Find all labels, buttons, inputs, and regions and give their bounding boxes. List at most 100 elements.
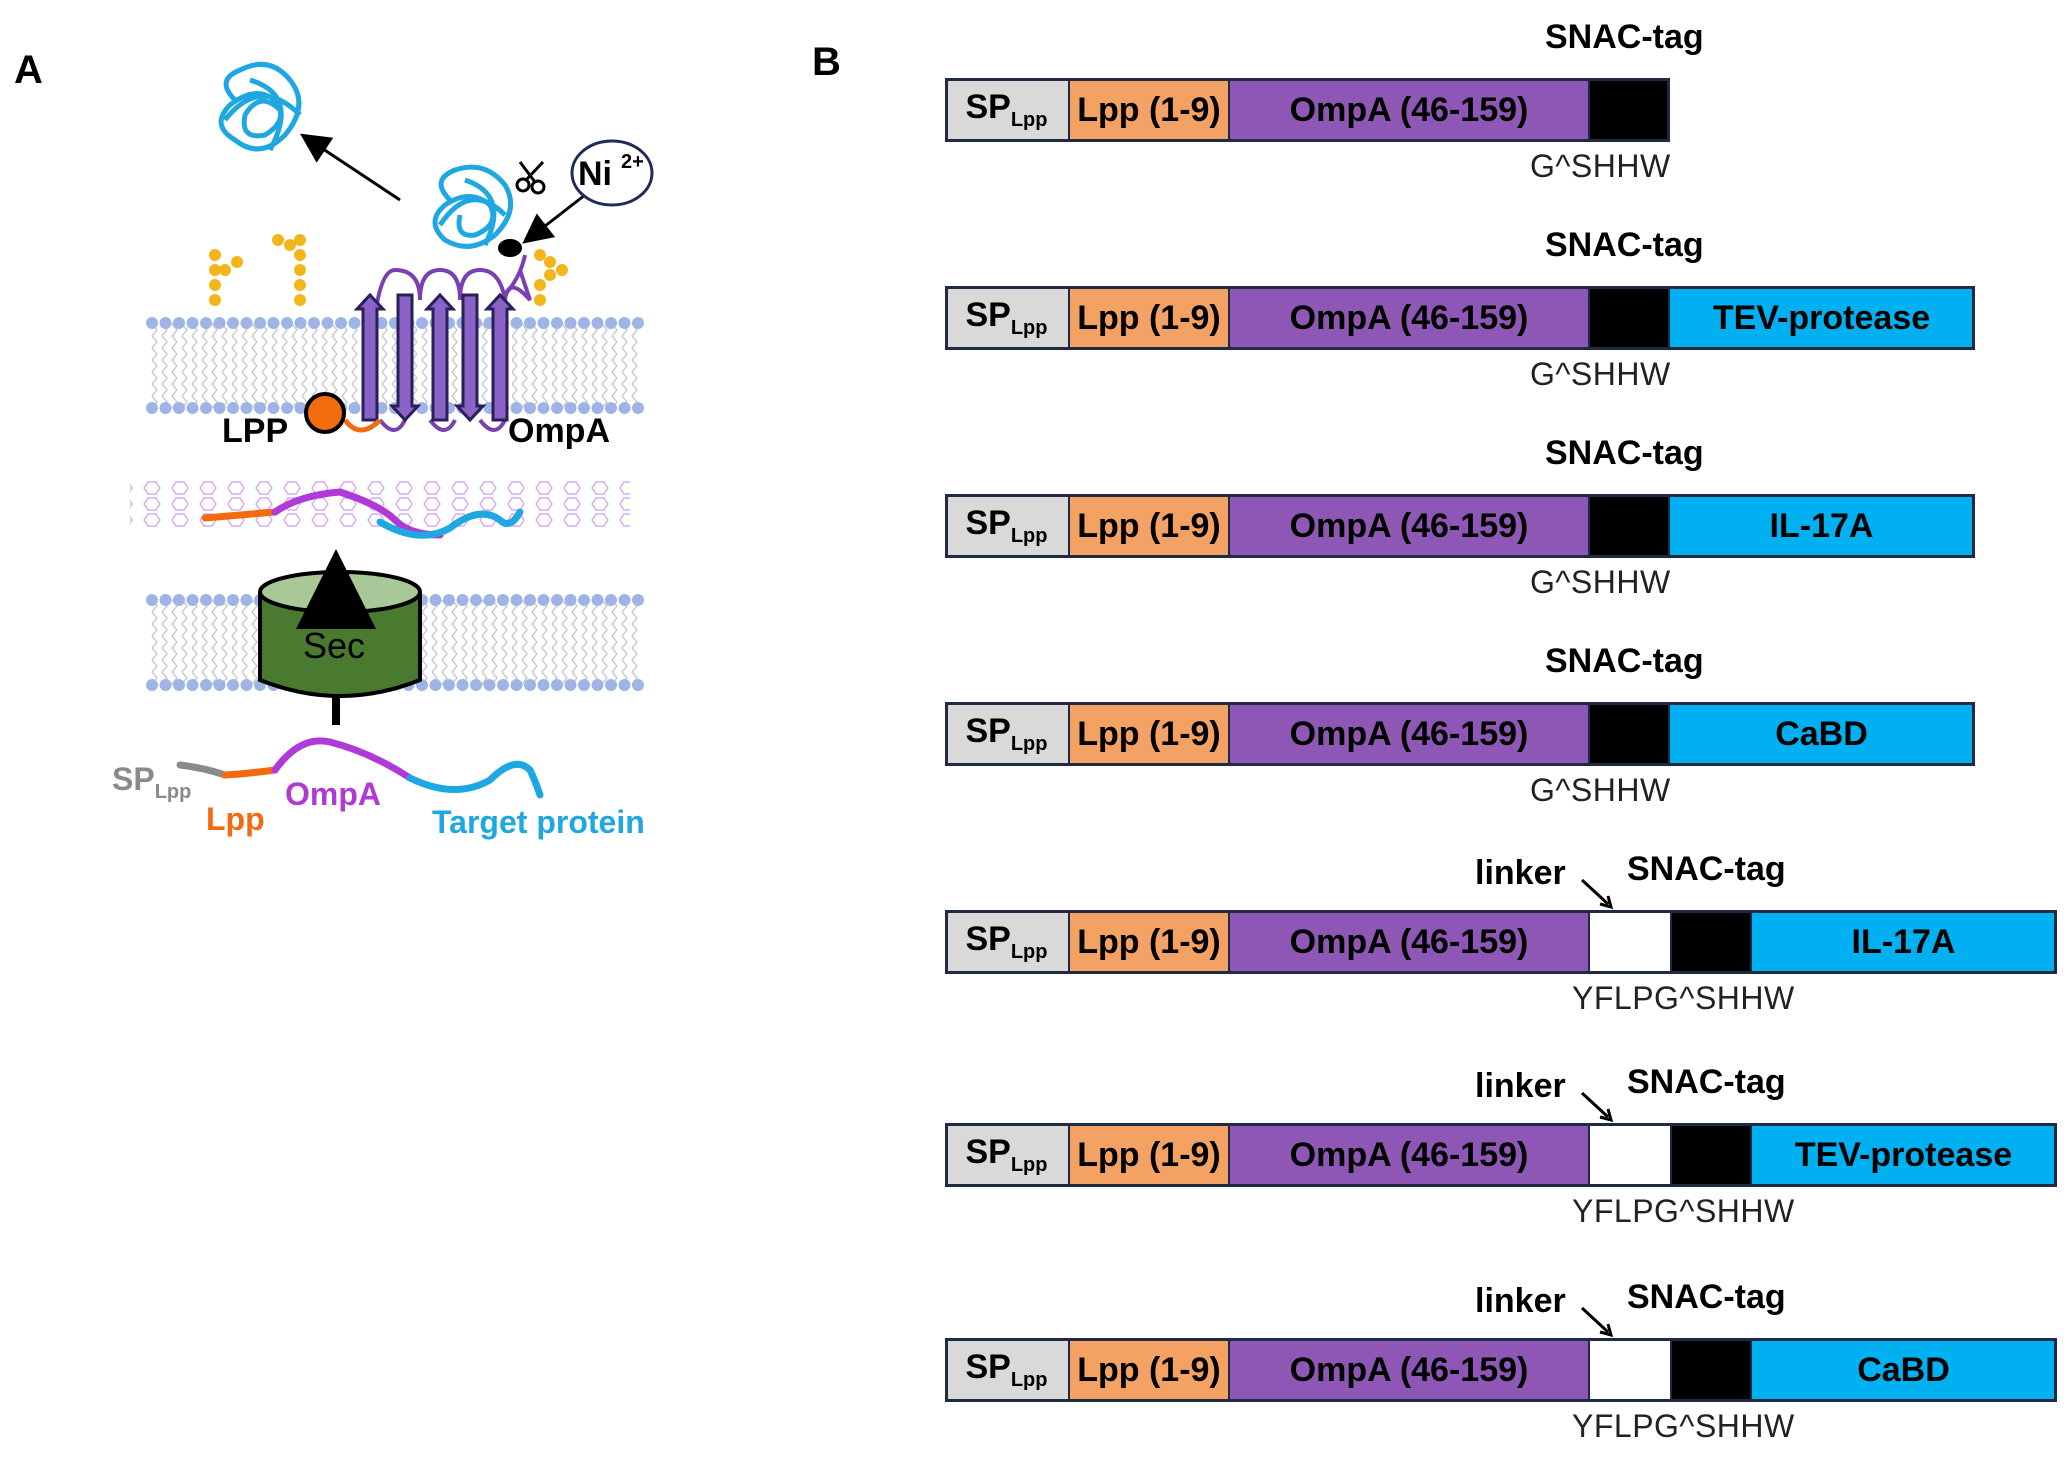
released-target-protein (218, 61, 302, 152)
fusion-partner-segment: CaBD (1752, 1338, 2057, 1402)
ompa-segment-label: OmpA (46-159) (1289, 90, 1529, 129)
lpp-segment-label: Lpp (1-9) (1077, 714, 1221, 753)
fusion-partner-segment: CaBD (1670, 702, 1975, 766)
sp-segment-label: SPLpp (965, 920, 1048, 963)
lpp-segment-label: Lpp (1-9) (1077, 1350, 1221, 1389)
sp-segment: SPLpp (945, 286, 1070, 350)
construct-bar: SPLpp Lpp (1-9) OmpA (46-159) IL-17A (945, 494, 1975, 558)
construct-bar: SPLpp Lpp (1-9)OmpA (46-159) IL-17A (945, 910, 2057, 974)
fusion-partner-label: TEV-protease (1712, 298, 1931, 337)
lpp-segment: Lpp (1-9) (1070, 78, 1230, 142)
target-chain-label: Target protein (432, 804, 645, 840)
fusion-partner-label: IL-17A (1769, 506, 1874, 545)
lps-chains (209, 234, 568, 306)
panel-a-svg: LPP OmpA Ni 2+ Sec (112, 61, 654, 840)
linker-label: linker (1475, 1282, 1566, 1320)
ompa-label: OmpA (508, 412, 610, 450)
snac-tag-label: SNAC-tag (1545, 226, 1704, 264)
sp-segment: SPLpp (945, 702, 1070, 766)
lpp-segment: Lpp (1-9) (1070, 702, 1230, 766)
linker-pointer-arrow (1580, 878, 1614, 910)
beta-strand (483, 292, 517, 422)
beta-strand (423, 292, 457, 422)
snac-tag-label: SNAC-tag (1545, 18, 1704, 56)
sp-segment-label: SPLpp (965, 296, 1048, 339)
linker-label: linker (1475, 854, 1566, 892)
lpp-segment: Lpp (1-9) (1070, 494, 1230, 558)
sp-segment-label: SPLpp (965, 504, 1048, 547)
lpp-segment: Lpp (1-9) (1070, 286, 1230, 350)
fusion-partner-label: IL-17A (1851, 922, 1956, 961)
cleavage-site-label: YFLPG^SHHW (1572, 1408, 1795, 1444)
sp-segment: SPLpp (945, 494, 1070, 558)
linker-segment (1590, 1123, 1672, 1187)
sp-segment: SPLpp (945, 910, 1070, 974)
sp-segment-label: SPLpp (965, 712, 1048, 755)
fusion-partner-segment: IL-17A (1752, 910, 2057, 974)
cleavage-site-label: G^SHHW (1530, 564, 1671, 600)
lpp-label: LPP (222, 412, 288, 450)
outer-membrane (146, 317, 644, 414)
nickel-ion: Ni 2+ (570, 139, 654, 207)
sp-segment-label: SPLpp (965, 1348, 1048, 1391)
cleavage-site-label: YFLPG^SHHW (1572, 1193, 1795, 1229)
release-arrow (299, 133, 401, 202)
linker-segment (1590, 1338, 1672, 1402)
fusion-partner-segment: TEV-protease (1670, 286, 1975, 350)
ni-charge: 2+ (621, 151, 644, 173)
periplasmic-chain (201, 488, 524, 539)
sp-chain-label: SPLpp (112, 761, 191, 803)
snac-tag-segment (1672, 1123, 1752, 1187)
lpp-segment-label: Lpp (1-9) (1077, 90, 1221, 129)
snac-tag-segment (1590, 702, 1670, 766)
ompa-segment: OmpA (46-159) (1230, 910, 1590, 974)
snac-tag-segment (1590, 286, 1670, 350)
cleavage-site-label: G^SHHW (1530, 356, 1671, 392)
sec-label: Sec (303, 625, 365, 666)
nascent-chain (176, 737, 544, 799)
beta-strand (388, 293, 422, 423)
fusion-partner-label: CaBD (1775, 714, 1868, 753)
beta-strand (453, 293, 487, 423)
beta-strand (353, 292, 387, 422)
ompa-segment-label: OmpA (46-159) (1289, 1350, 1529, 1389)
lpp-segment-label: Lpp (1-9) (1077, 1135, 1221, 1174)
ompa-segment: OmpA (46-159) (1230, 1338, 1590, 1402)
cleavage-site-label: G^SHHW (1530, 772, 1671, 808)
scissors-icon (515, 160, 546, 195)
construct-row: SPLpp Lpp (1-9) OmpA (46-159) IL-17A SNAC-ta… (920, 434, 2068, 616)
panel-a-letter: A (14, 48, 43, 92)
lpp-segment: Lpp (1-9) (1070, 1338, 1230, 1402)
cleavage-site-label: G^SHHW (1530, 148, 1671, 184)
fusion-partner-label: CaBD (1857, 1350, 1950, 1389)
snac-tag-label: SNAC-tag (1627, 1063, 1786, 1101)
ompa-segment-label: OmpA (46-159) (1289, 1135, 1529, 1174)
ni-label: Ni (578, 155, 612, 193)
snac-tag-segment (1672, 1338, 1752, 1402)
panel-b-letter: B (812, 40, 841, 84)
snac-tag-label: SNAC-tag (1545, 434, 1704, 472)
lpp-segment-label: Lpp (1-9) (1077, 922, 1221, 961)
ompa-segment: OmpA (46-159) (1230, 494, 1590, 558)
fusion-partner-label: TEV-protease (1794, 1135, 2013, 1174)
ompa-segment-label: OmpA (46-159) (1289, 506, 1529, 545)
ompa-segment: OmpA (46-159) (1230, 1123, 1590, 1187)
linker-label: linker (1475, 1067, 1566, 1105)
sp-segment-label: SPLpp (965, 88, 1048, 131)
nickel-arrow (522, 193, 586, 244)
sp-segment: SPLpp (945, 1338, 1070, 1402)
sp-segment: SPLpp (945, 1123, 1070, 1187)
lpp-segment: Lpp (1-9) (1070, 1123, 1230, 1187)
construct-bar: SPLpp Lpp (1-9) OmpA (46-159) (945, 78, 1670, 142)
construct-bar: SPLpp Lpp (1-9) OmpA (46-159) CaBD (945, 1338, 2057, 1402)
lpp-segment: Lpp (1-9) (1070, 910, 1230, 974)
